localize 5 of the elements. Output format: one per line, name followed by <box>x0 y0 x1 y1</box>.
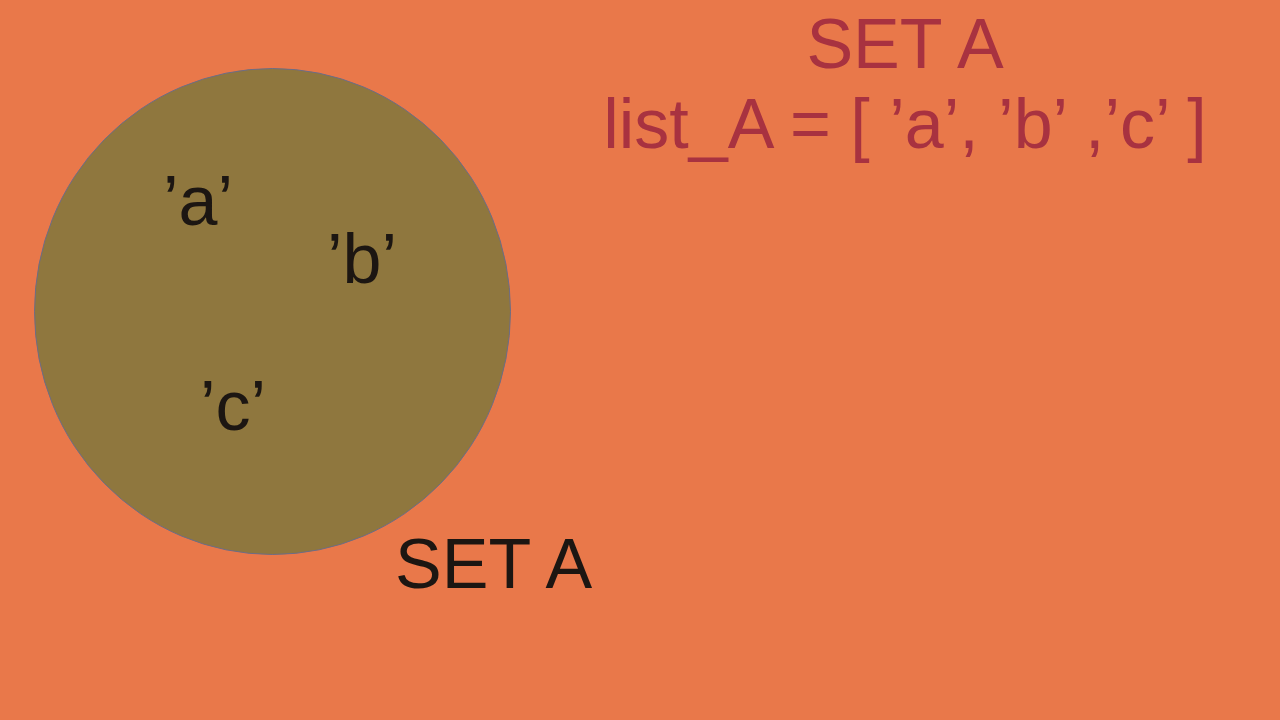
element-label: ’a’ <box>163 166 234 236</box>
element-label: ’c’ <box>200 371 267 441</box>
element-label: ’b’ <box>327 224 398 294</box>
set-caption: SET A <box>395 529 593 599</box>
set-title: SET A <box>806 9 1004 79</box>
